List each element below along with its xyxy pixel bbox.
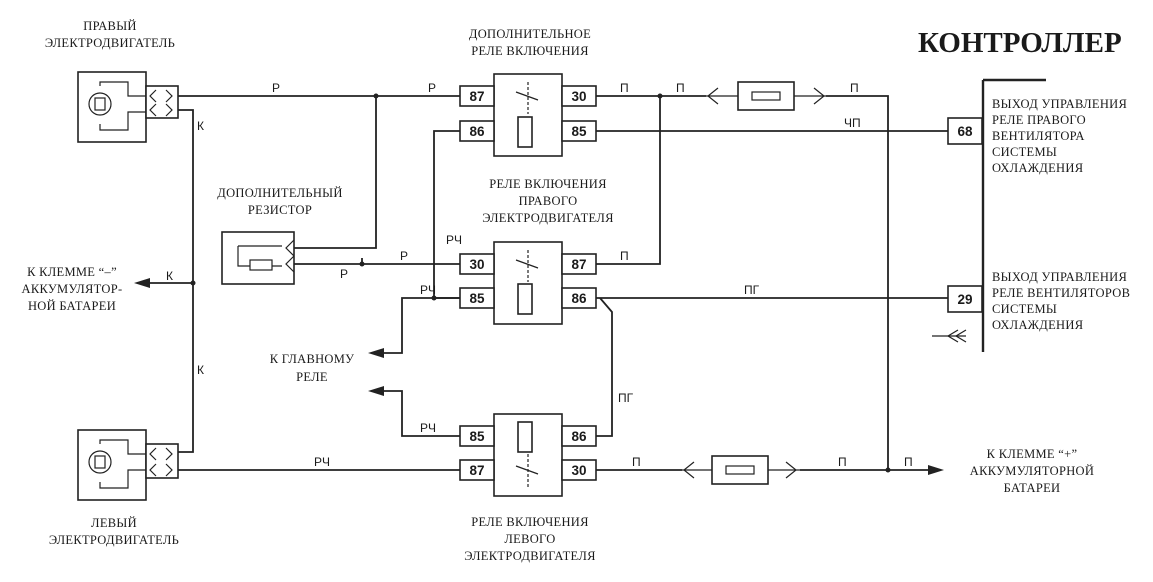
captions: ПРАВЫЙ ЭЛЕКТРОДВИГАТЕЛЬ ЛЕВЫЙ ЭЛЕКТРОДВИ… xyxy=(22,19,1130,563)
wire-label: РЧ xyxy=(420,283,436,297)
wire-label: К xyxy=(197,119,204,133)
wire-label: П xyxy=(904,455,913,469)
caption-output-68: РЕЛЕ ПРАВОГО xyxy=(992,113,1086,127)
caption-right-motor: ПРАВЫЙ xyxy=(83,19,136,33)
wire-label: П xyxy=(850,81,859,95)
additional-relay: 87 86 30 85 xyxy=(459,73,597,157)
fuse-top xyxy=(706,81,826,111)
caption-output-68: ВЕНТИЛЯТОРА xyxy=(992,129,1085,143)
caption-main-relay: РЕЛЕ xyxy=(296,370,328,384)
pin-right-86: 86 xyxy=(571,291,587,306)
wire-label: П xyxy=(676,81,685,95)
caption-add-relay: РЕЛЕ ВКЛЮЧЕНИЯ xyxy=(471,44,589,58)
caption-right-relay: ЭЛЕКТРОДВИГАТЕЛЯ xyxy=(482,211,613,225)
additional-resistor xyxy=(221,231,295,285)
pin-left-87: 87 xyxy=(469,463,484,478)
caption-output-29: ВЫХОД УПРАВЛЕНИЯ xyxy=(992,270,1127,284)
wire-label: ЧП xyxy=(844,116,861,130)
pin-controller-29: 29 xyxy=(957,292,972,307)
wire-pg-to-left-relay-86 xyxy=(596,297,613,437)
wire-label: Р xyxy=(272,81,280,95)
wire-label: П xyxy=(620,249,629,263)
left-motor xyxy=(77,429,179,501)
caption-resistor: ДОПОЛНИТЕЛЬНЫЙ xyxy=(217,186,342,200)
wire-label: РЧ xyxy=(446,233,462,247)
caption-right-relay: РЕЛЕ ВКЛЮЧЕНИЯ xyxy=(489,177,607,191)
wire-label: РЧ xyxy=(420,421,436,435)
wire-label: ПГ xyxy=(618,391,634,405)
pin-add-86: 86 xyxy=(469,124,485,139)
controller-pins: 68 29 xyxy=(932,117,983,343)
wire-rch-left-85 xyxy=(384,390,460,437)
caption-right-relay: ПРАВОГО xyxy=(519,194,578,208)
wire-label: ПГ xyxy=(744,283,760,297)
caption-battery-plus: АККУМУЛЯТОРНОЙ xyxy=(970,464,1094,478)
pin-right-87: 87 xyxy=(571,257,586,272)
pin-left-85: 85 xyxy=(469,429,485,444)
caption-add-relay: ДОПОЛНИТЕЛЬНОЕ xyxy=(469,27,591,41)
right-motor xyxy=(77,71,179,143)
wire-right-motor-to-resistor xyxy=(178,95,377,249)
caption-output-68: ОХЛАЖДЕНИЯ xyxy=(992,161,1083,175)
pin-right-30: 30 xyxy=(469,257,484,272)
arrow-main-relay-1 xyxy=(368,348,384,358)
caption-battery-minus: НОЙ БАТАРЕИ xyxy=(28,299,116,313)
pin-add-30: 30 xyxy=(571,89,586,104)
arrow-battery-plus xyxy=(928,465,944,475)
wire-label: Р xyxy=(400,249,408,263)
pin-controller-68: 68 xyxy=(957,124,973,139)
caption-left-motor: ЭЛЕКТРОДВИГАТЕЛЬ xyxy=(49,533,179,547)
caption-output-68: СИСТЕМЫ xyxy=(992,145,1057,159)
caption-battery-minus: К КЛЕММЕ “–” xyxy=(27,265,117,279)
pin-add-85: 85 xyxy=(571,124,587,139)
caption-battery-plus: БАТАРЕИ xyxy=(1004,481,1061,495)
pin-left-86: 86 xyxy=(571,429,587,444)
arrow-battery-minus xyxy=(134,278,150,288)
wire-label: П xyxy=(620,81,629,95)
wire-right-relay-87 xyxy=(596,96,661,265)
wire-rch-to-main-relay xyxy=(384,297,460,354)
pin-left-30: 30 xyxy=(571,463,586,478)
caption-resistor: РЕЗИСТОР xyxy=(248,203,312,217)
caption-left-relay: ЛЕВОГО xyxy=(504,532,555,546)
left-motor-relay: 85 87 86 30 xyxy=(459,413,597,497)
caption-output-68: ВЫХОД УПРАВЛЕНИЯ xyxy=(992,97,1127,111)
wire-label: К xyxy=(197,363,204,377)
caption-main-relay: К ГЛАВНОМУ xyxy=(270,352,355,366)
wire-label: Р xyxy=(340,267,348,281)
caption-battery-minus: АККУМУЛЯТОР- xyxy=(22,282,123,296)
pin-add-87: 87 xyxy=(469,89,484,104)
wire-color-labels: Р Р Р Р К К К П П П П П П П ЧП РЧ РЧ РЧ … xyxy=(166,81,913,469)
fuse-bottom xyxy=(682,455,800,485)
wire-label: П xyxy=(632,455,641,469)
caption-output-29: РЕЛЕ ВЕНТИЛЯТОРОВ xyxy=(992,286,1130,300)
pin-right-85: 85 xyxy=(469,291,485,306)
right-motor-relay: 30 85 87 86 xyxy=(459,241,597,325)
diagram-title: КОНТРОЛЛЕР xyxy=(918,27,1122,59)
caption-left-relay: РЕЛЕ ВКЛЮЧЕНИЯ xyxy=(471,515,589,529)
wire-fuse-top-to-plus xyxy=(826,95,889,470)
arrow-main-relay-2 xyxy=(368,386,384,396)
wire-label: РЧ xyxy=(314,455,330,469)
caption-battery-plus: К КЛЕММЕ “+” xyxy=(987,447,1078,461)
wires xyxy=(134,78,1046,475)
caption-right-motor: ЭЛЕКТРОДВИГАТЕЛЬ xyxy=(45,36,175,50)
caption-left-relay: ЭЛЕКТРОДВИГАТЕЛЯ xyxy=(464,549,595,563)
wire-k-ground xyxy=(178,109,194,453)
wire-label: П xyxy=(838,455,847,469)
caption-left-motor: ЛЕВЫЙ xyxy=(91,516,137,530)
wire-label: К xyxy=(166,269,173,283)
caption-output-29: СИСТЕМЫ xyxy=(992,302,1057,316)
caption-output-29: ОХЛАЖДЕНИЯ xyxy=(992,318,1083,332)
wire-label: Р xyxy=(428,81,436,95)
wire-rch-add-86 xyxy=(433,130,460,299)
